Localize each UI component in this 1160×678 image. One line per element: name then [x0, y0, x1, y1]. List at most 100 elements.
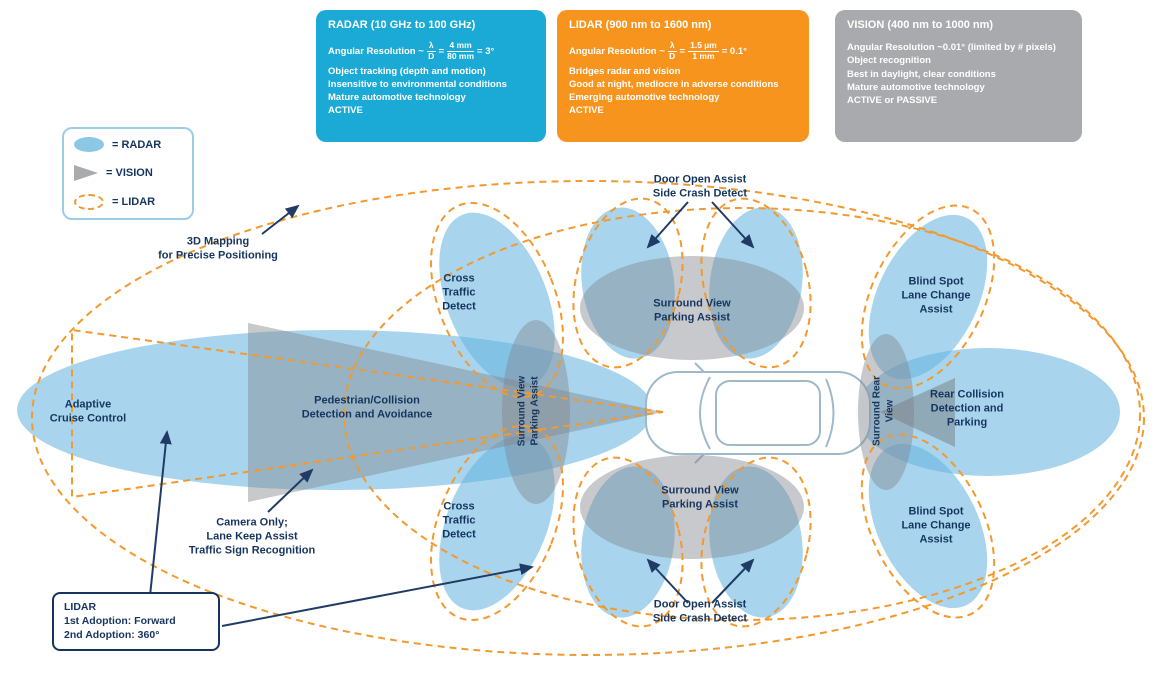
lidar-frac-um: 1.5 µm 1 mm: [688, 40, 719, 62]
vision-triangle-icon: [74, 165, 98, 181]
arrow-lidar-360: [221, 563, 534, 627]
lidar-frac-lambda-d: λ D: [667, 40, 677, 62]
arrow-door-bottom-right: [711, 558, 755, 604]
vision-surround-top: [580, 256, 804, 360]
lidar-frac2-num: 1.5 µm: [688, 40, 719, 52]
radar-frac2-num: 4 mm: [447, 40, 475, 52]
label-cross-traffic-bottom: Cross Traffic Detect: [442, 500, 476, 540]
radar-angular-resolution: Angular Resolution ~ λ D = 4 mm 80 mm = …: [328, 40, 534, 62]
lidar-door-top-right: [700, 197, 812, 369]
radar-eq1: =: [438, 45, 445, 57]
radar-frac1-num: λ: [426, 40, 436, 52]
radar-lobe-door-top-right: [709, 207, 803, 359]
annotation-arrows: [149, 201, 755, 627]
car-body: [645, 371, 871, 455]
radar-line-tracking: Object tracking (depth and motion): [328, 65, 486, 77]
vision-info-box: VISION (400 nm to 1000 nm) Angular Resol…: [835, 10, 1082, 142]
car-mirror-bottom: [694, 453, 705, 464]
lidar-frac2-den: 1 mm: [692, 50, 715, 61]
arrow-3d-mapping: [261, 204, 300, 235]
radar-result: = 3°: [477, 45, 495, 57]
arrow-door-top-right: [711, 201, 755, 249]
lidar-box-title: LIDAR (900 nm to 1600 nm): [569, 19, 712, 31]
radar-line-active: ACTIVE: [328, 105, 363, 117]
radar-lobes: [17, 207, 1120, 618]
vision-cone-rear: [880, 378, 955, 447]
label-blind-spot-top: Blind Spot Lane Change Assist: [901, 275, 971, 315]
vision-line-angular: Angular Resolution ~0.01° (limited by # …: [847, 42, 1056, 53]
lidar-line-night: Good at night, mediocre in adverse condi…: [569, 78, 779, 90]
arrow-camera-only: [267, 468, 314, 513]
radar-ang-prefix: Angular Resolution ~: [328, 45, 424, 57]
label-door-open-top: Door Open Assist Side Crash Detect: [652, 173, 748, 199]
lidar-frac1-den: D: [669, 50, 676, 61]
label-adaptive-cruise: Adaptive Cruise Control: [49, 398, 127, 424]
lidar-adoption-callout: LIDAR 1st Adoption: Forward 2nd Adoption…: [52, 592, 220, 651]
label-surround-view-bottom: Surround View Parking Assist: [661, 484, 739, 510]
radar-frac-lambda-d: λ D: [426, 40, 436, 62]
label-cross-traffic-top: Cross Traffic Detect: [442, 272, 476, 312]
radar-lobe-blind-spot-top: [868, 214, 988, 380]
label-blind-spot-bottom: Blind Spot Lane Change Assist: [901, 505, 971, 545]
vision-line-active-passive: ACTIVE or PASSIVE: [847, 95, 938, 107]
radar-line-mature: Mature automotive technology: [328, 92, 466, 104]
radar-frac-mm: 4 mm 80 mm: [447, 40, 475, 62]
lidar-ang-prefix: Angular Resolution ~: [569, 45, 665, 57]
radar-lobe-rear-collision: [856, 348, 1120, 476]
lidar-cross-traffic-top: [430, 201, 564, 399]
label-surround-view-front: Surround View Parking Assist: [516, 375, 541, 447]
lidar-eq1: =: [679, 45, 686, 57]
label-surround-view-top: Surround View Parking Assist: [653, 297, 731, 323]
legend: = RADAR = VISION = LIDAR: [62, 127, 194, 220]
lidar-line-bridges: Bridges radar and vision: [569, 65, 681, 77]
legend-label-vision: = VISION: [106, 167, 153, 179]
car-top-view: [645, 362, 871, 464]
lidar-door-top-left: [572, 197, 684, 369]
lidar-frac1-num: λ: [667, 40, 677, 52]
label-door-open-bottom: Door Open Assist Side Crash Detect: [652, 598, 748, 624]
radar-frac1-den: D: [428, 50, 435, 61]
lidar-outlines: [31, 180, 1145, 656]
vision-zones: [248, 256, 955, 559]
vision-surround-front: [502, 320, 570, 504]
lidar-mid-ellipse: [343, 207, 1141, 621]
lidar-angular-resolution: Angular Resolution ~ λ D = 1.5 µm 1 mm =…: [569, 40, 797, 62]
arrow-door-top-left: [646, 201, 689, 249]
radar-line-insensitive: Insensitive to environmental conditions: [328, 78, 507, 90]
lidar-info-box: LIDAR (900 nm to 1600 nm) Angular Resolu…: [557, 10, 809, 142]
lidar-line-emerging: Emerging automotive technology: [569, 92, 720, 104]
legend-row-lidar: = LIDAR: [74, 194, 182, 210]
lidar-door-bottom-left: [572, 456, 684, 628]
arrow-door-bottom-left: [646, 558, 689, 604]
label-3d-mapping: 3D Mapping for Precise Positioning: [158, 235, 278, 261]
lidar-door-bottom-right: [700, 456, 812, 628]
car-roof: [715, 380, 821, 446]
lidar-result: = 0.1°: [721, 45, 747, 57]
vision-box-title: VISION (400 nm to 1000 nm): [847, 19, 994, 31]
car-mirror-top: [694, 362, 705, 373]
radar-box-title: RADAR (10 GHz to 100 GHz): [328, 19, 476, 31]
vision-line-daylight: Best in daylight, clear conditions: [847, 68, 996, 80]
lidar-dashed-ellipse-icon: [74, 194, 104, 210]
vision-surround-bottom: [580, 455, 804, 559]
radar-lobe-door-bottom-right: [709, 466, 803, 618]
label-surround-rear-view: Surround Rear View: [871, 375, 896, 447]
radar-lobe-cross-traffic-top: [439, 212, 555, 388]
legend-label-radar: = RADAR: [112, 138, 162, 151]
legend-row-radar: = RADAR: [74, 137, 182, 152]
lidar-outer-ellipse: [31, 180, 1145, 656]
arrow-lidar-forward: [149, 430, 172, 597]
radar-lobe-door-bottom-left: [581, 466, 675, 618]
legend-row-vision: = VISION: [74, 165, 182, 181]
legend-label-lidar: = LIDAR: [112, 196, 156, 208]
radar-info-box: RADAR (10 GHz to 100 GHz) Angular Resolu…: [316, 10, 546, 142]
lidar-cross-traffic-bottom: [430, 424, 564, 622]
radar-ellipse-icon: [74, 137, 104, 152]
vision-line-recognition: Object recognition: [847, 55, 931, 67]
radar-lobe-blind-spot-bottom: [868, 443, 988, 609]
label-pedestrian-collision: Pedestrian/Collision Detection and Avoid…: [301, 394, 433, 420]
label-camera-only: Camera Only; Lane Keep Assist Traffic Si…: [188, 516, 316, 556]
lidar-blind-spot-top: [860, 204, 996, 390]
